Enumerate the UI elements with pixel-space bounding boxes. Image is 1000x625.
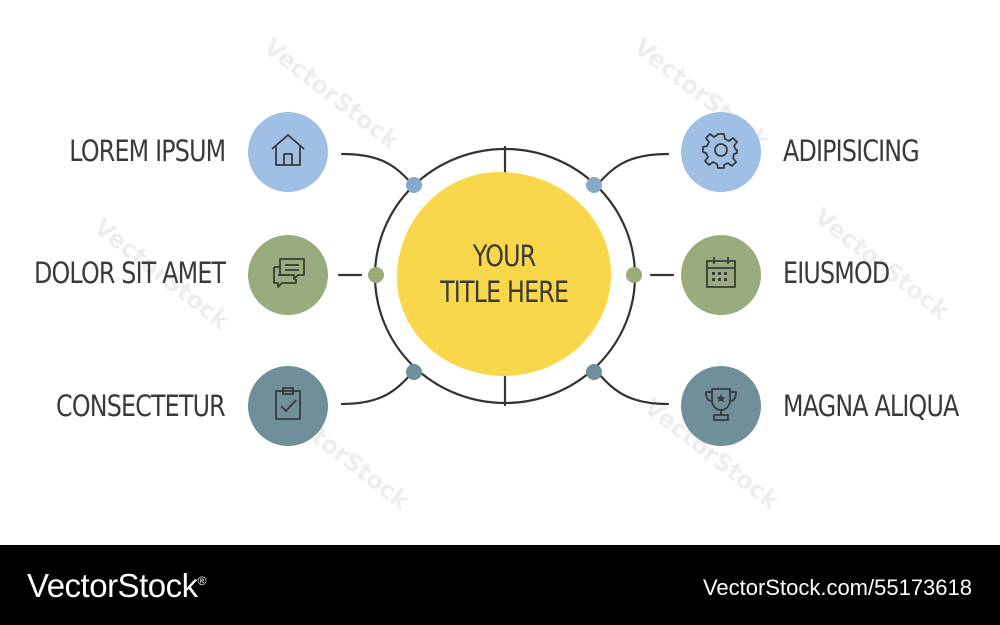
label-dolor-sit-amet: DOLOR SIT AMET [33,256,226,290]
node-lorem-ipsum [248,112,328,192]
node-adipisicing [681,112,761,192]
calendar-icon [699,251,743,299]
ring-dot-middle-right [626,267,642,283]
center-title-line-1: YOUR [472,239,536,273]
label-magna-aliqua: MAGNA ALIQUA [783,389,959,423]
center-title-line-2: TITLE HERE [439,275,569,309]
house-icon [266,128,310,176]
node-eiusmod [681,235,761,315]
connector-left-bottom [340,371,414,406]
node-magna-aliqua [681,366,761,446]
clipboard-check-icon [266,382,310,430]
label-consectetur: CONSECTETUR [56,389,226,423]
ring-dot-middle-left [368,267,384,283]
ring-dot-top-left [406,177,422,193]
ring-dot-bottom-right [586,364,602,380]
connector-right-top [596,152,670,186]
label-lorem-ipsum: LOREM IPSUM [68,134,226,168]
brand-text: VectorStock [27,567,198,604]
node-dolor-sit-amet [248,235,328,315]
brand-logo: VectorStock® [27,567,206,605]
ring-dot-top-right [586,177,602,193]
image-id: VectorStock.com/55173618 [702,575,972,600]
infographic-canvas: VectorStock VectorStock VectorStock Vect… [33,32,960,516]
node-consectetur [248,366,328,446]
registered-mark: ® [197,574,207,588]
ring-dot-bottom-left [406,364,422,380]
center-title-circle: YOUR TITLE HERE [397,172,611,376]
footer-bar: VectorStock® VectorStock.com/55173618 [0,545,1000,625]
label-adipisicing: ADIPISICING [783,134,920,168]
label-eiusmod: EIUSMOD [783,256,890,290]
gear-icon [699,128,743,176]
connector-lines [337,145,675,407]
trophy-icon [699,382,743,430]
connector-left-top [340,152,414,186]
chat-bubbles-icon [266,251,310,299]
connector-right-bottom [596,371,670,406]
